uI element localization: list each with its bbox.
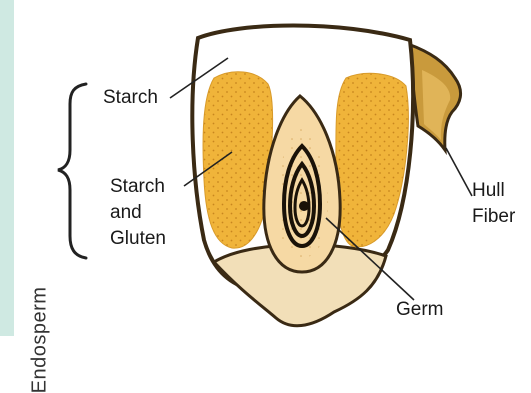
germ-center-dot (299, 201, 309, 211)
label-hull-fiber: Hull Fiber (472, 180, 515, 228)
label-germ: Germ (396, 299, 444, 321)
label-hull-fiber-line1: Hull (472, 180, 515, 202)
label-starch-and-gluten: Starch and Gluten (110, 176, 166, 250)
label-hull-fiber-line2: Fiber (472, 206, 515, 228)
grain-kernel-diagram: Starch Starch and Gluten Hull Fiber Germ… (0, 0, 531, 336)
leader-hull (446, 148, 472, 196)
label-starch-and-gluten-line3: Gluten (110, 228, 166, 250)
curly-brace-icon (58, 84, 86, 258)
label-endosperm: Endosperm (29, 287, 52, 393)
label-starch-and-gluten-line1: Starch (110, 176, 166, 198)
label-starch-and-gluten-line2: and (110, 202, 166, 224)
label-starch: Starch (103, 87, 158, 109)
kernel-illustration (0, 0, 531, 336)
